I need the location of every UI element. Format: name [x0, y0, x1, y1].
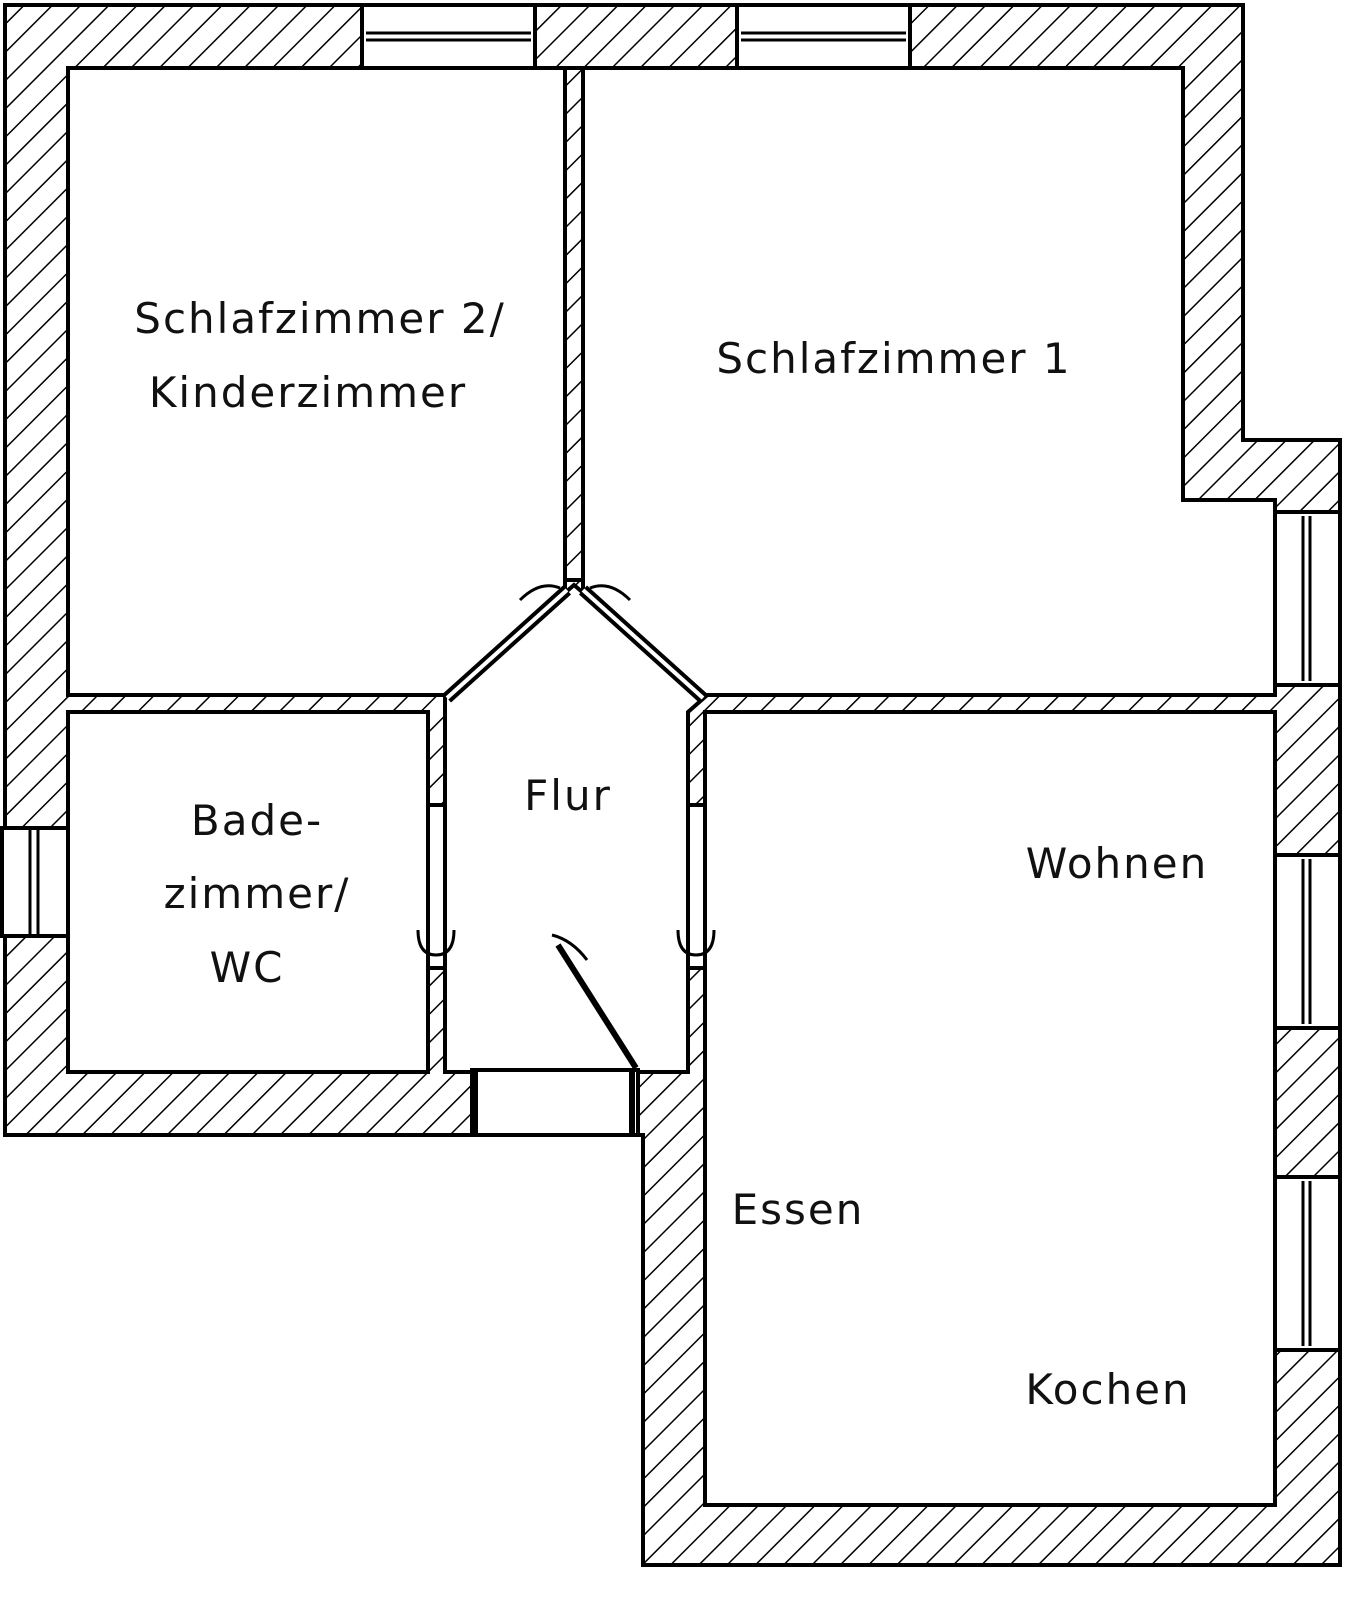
entrance-door [470, 933, 640, 1137]
window-right-living-1 [1273, 853, 1342, 1030]
partition-wall [563, 66, 585, 582]
label-bathroom-line1: Bade- [191, 796, 323, 845]
label-bedroom-1: Schlafzimmer 1 [716, 334, 1071, 383]
label-dining: Essen [732, 1185, 865, 1234]
window-left-bathroom [0, 826, 70, 938]
window-right-living-2 [1273, 1175, 1342, 1352]
window-top-left [360, 3, 537, 70]
label-bedroom-2-line2: Kinderzimmer [149, 368, 467, 417]
label-bathroom-line3: WC [210, 943, 285, 992]
label-kitchen: Kochen [1025, 1365, 1190, 1414]
room-bedroom-2 [66, 66, 567, 697]
door-bedroom-2 [442, 584, 572, 703]
window-top-right [735, 3, 912, 70]
label-living: Wohnen [1026, 839, 1208, 888]
door-living [676, 803, 716, 970]
window-right-bedroom [1273, 510, 1342, 687]
door-bedroom-1 [578, 584, 708, 703]
label-hall: Flur [524, 771, 612, 820]
door-bathroom [416, 803, 456, 970]
label-bedroom-2-line1: Schlafzimmer 2/ [134, 294, 505, 343]
label-bathroom-line2: zimmer/ [164, 869, 351, 918]
room-living [703, 710, 1277, 1507]
